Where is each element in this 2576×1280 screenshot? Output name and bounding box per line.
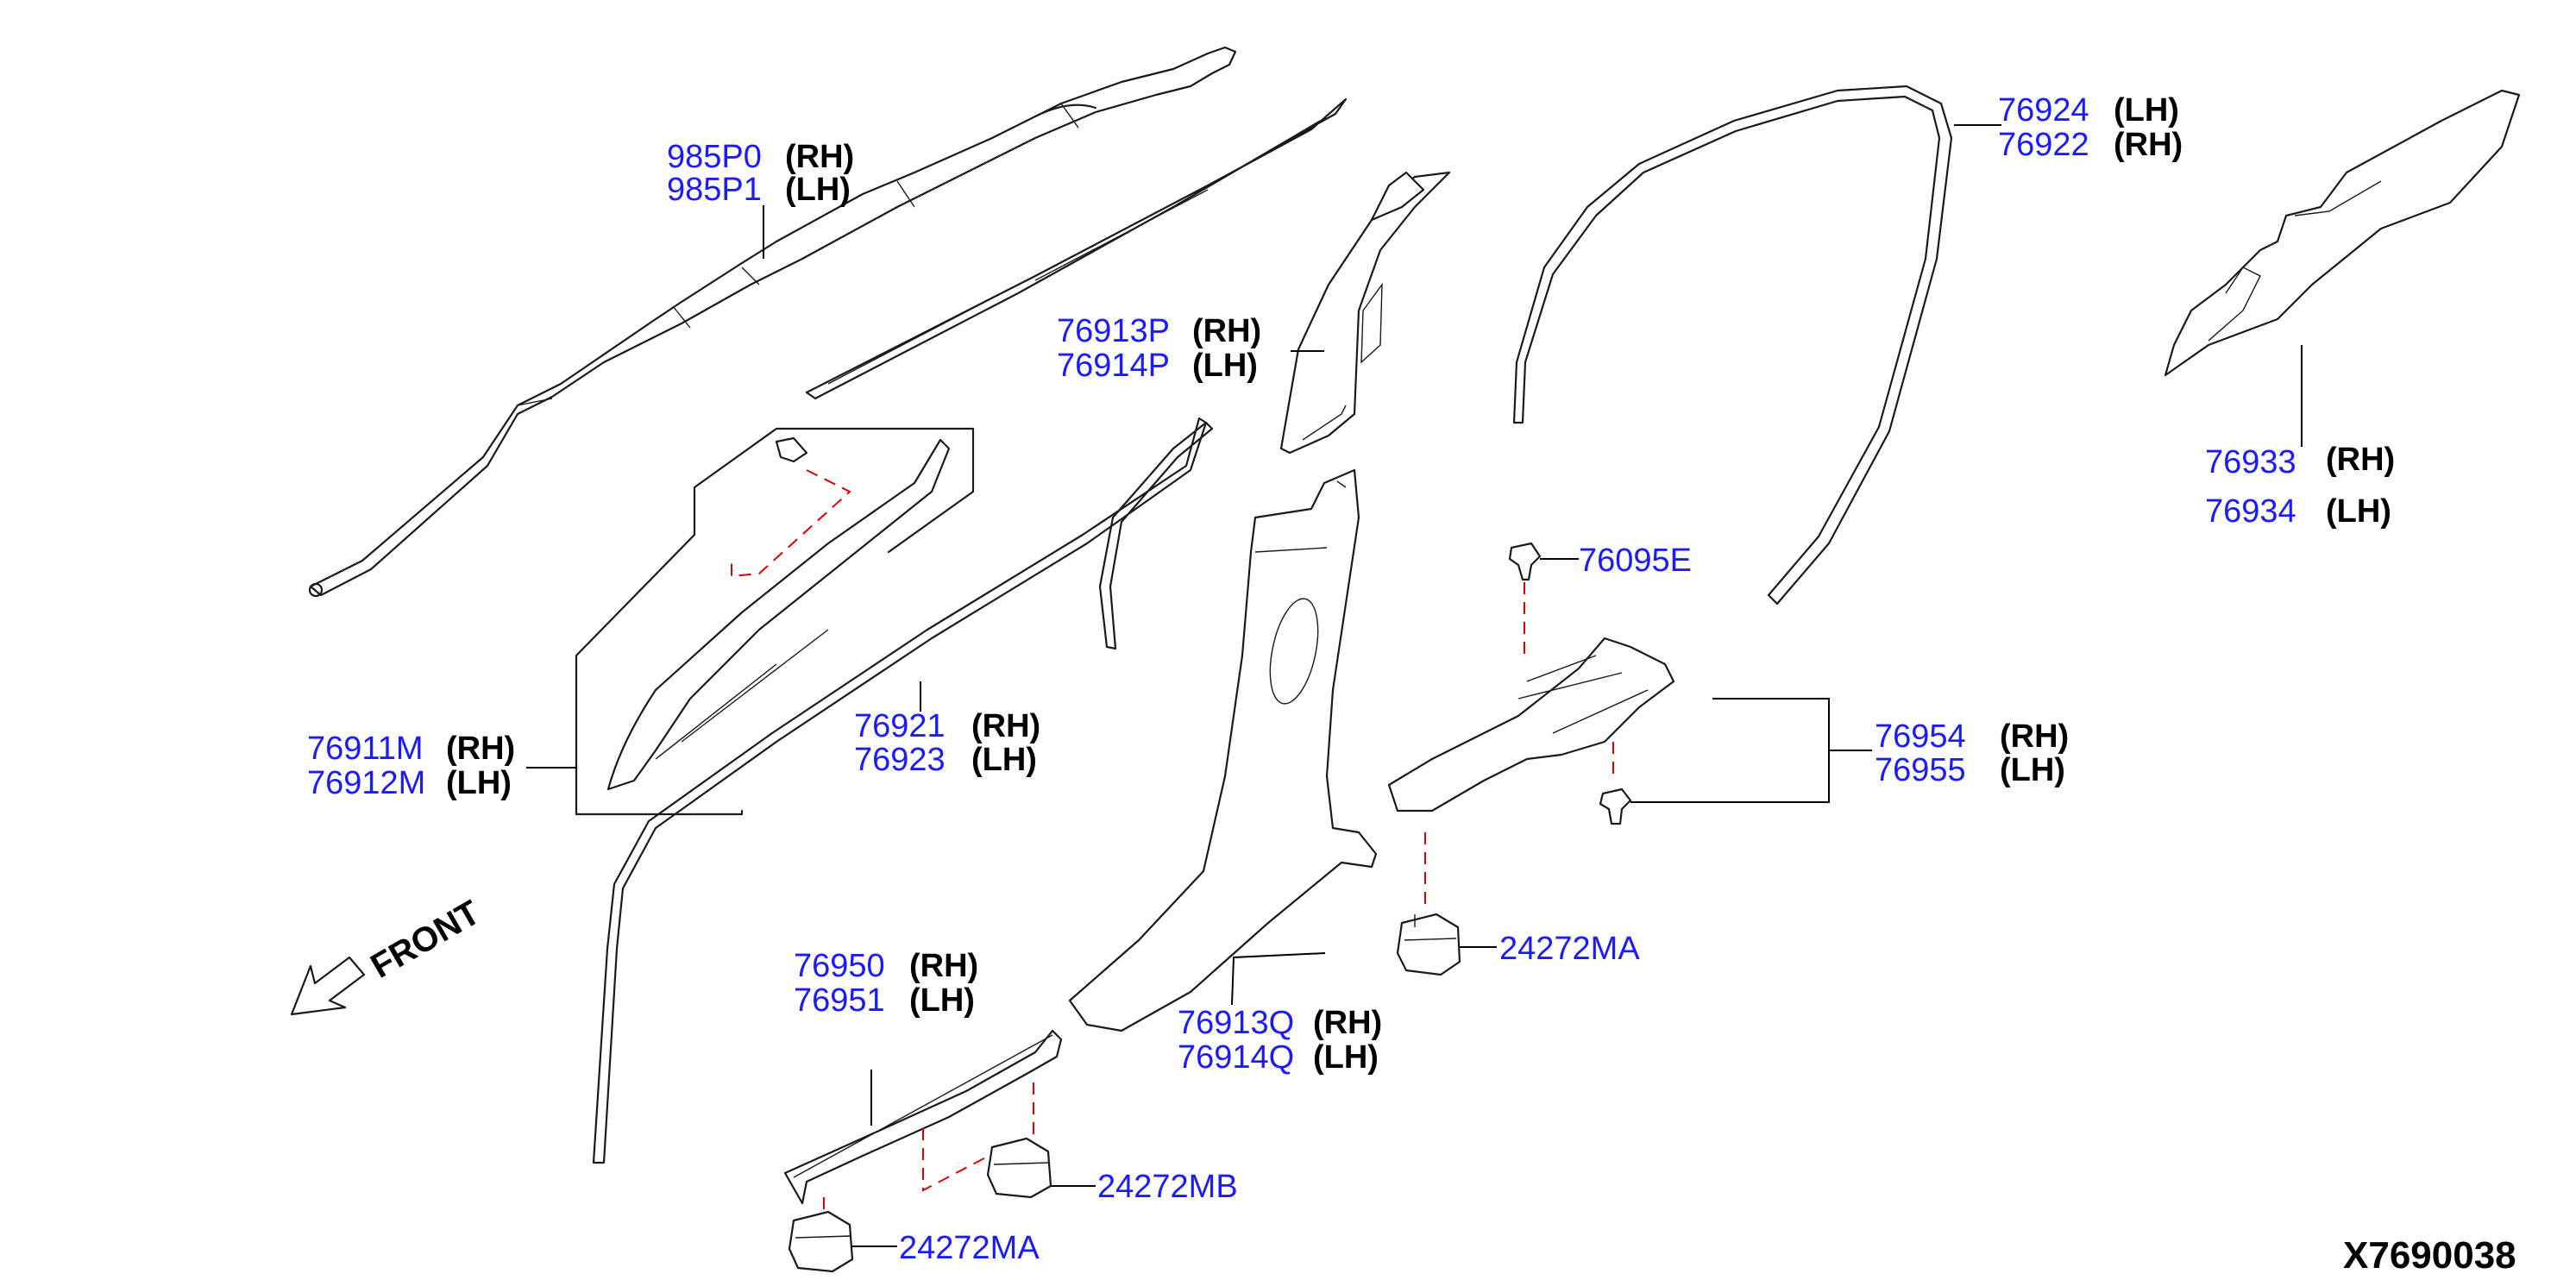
clip-24272ma-right-drawing [1396,913,1461,976]
part-number: 76951 [794,982,885,1019]
callout-76913q-76914q: 76913Q (RH) 76914Q (LH) [1178,1005,1382,1076]
part-number: 76923 [854,742,946,778]
part-number: 76924 [1998,92,2089,129]
clip-24272mb-drawing [986,1137,1052,1199]
part-number: 76922 [1998,127,2089,163]
part-number: 76913Q [1178,1005,1294,1041]
part-number: 985P1 [667,172,762,208]
b-pillar-lower-drawing [1068,468,1378,1032]
side-label: (LH) [785,172,851,208]
side-label: (LH) [1192,348,1258,384]
clip-76095e-drawing [1508,542,1542,656]
rear-pillar-finisher-drawing [2164,89,2521,377]
part-number: 76914Q [1178,1039,1294,1076]
callout-76095e: 76095E [1579,543,1692,579]
part-number: 76954 [1875,718,1966,755]
a-pillar-garnish-drawing [575,427,975,816]
side-label: (LH) [2326,493,2391,530]
front-direction-indicator: FRONT [290,894,487,1016]
curtain-airbag-drawing [308,46,1237,598]
part-number: 24272MB [1097,1169,1238,1205]
callout-76954-76955: 76954 (RH) 76955 (LH) [1875,718,2069,788]
clip-24272ma-left-drawing [788,1210,854,1273]
part-number: 76911M [307,731,424,767]
part-number: 76955 [1875,752,1966,788]
side-label: (RH) [2000,718,2069,755]
callout-24272ma-right: 24272MA [1499,931,1640,967]
part-number: 76095E [1579,543,1692,579]
side-label: (LH) [2114,92,2179,129]
part-number: 985P0 [667,139,762,175]
side-label: (LH) [446,765,512,801]
side-label: (LH) [2000,752,2065,788]
front-kicking-plate-drawing [783,1029,1063,1220]
front-weatherstrip-drawing [592,417,1214,1164]
side-label: (RH) [2326,442,2395,478]
callout-76913p-76914p: 76913P (RH) 76914P (LH) [1057,313,1261,384]
part-number: 76913P [1057,313,1170,349]
front-arrow-icon [290,956,366,1016]
part-number: 24272MA [1499,931,1640,967]
part-number: 76934 [2205,493,2296,530]
leader-lines [526,124,2303,1247]
part-number: 24272MA [899,1230,1040,1266]
callout-985p0-985p1: 985P0 (RH) 985P1 (LH) [667,139,854,208]
callout-76933-76934: 76933 (RH) 76934 (LH) [2205,442,2395,530]
part-number: 76950 [794,948,885,984]
side-label: (RH) [909,948,978,984]
rear-weatherstrip-drawing [1512,85,1953,605]
side-label: (RH) [2114,127,2183,163]
callout-24272ma-left: 24272MA [899,1230,1040,1266]
side-label: (RH) [446,731,515,767]
front-label: FRONT [365,894,487,986]
callout-76921-76923: 76921 (RH) 76923 (LH) [854,708,1040,778]
side-label: (RH) [1192,313,1261,349]
side-label: (LH) [909,982,975,1019]
side-label: (RH) [971,708,1040,744]
side-label: (LH) [1313,1039,1379,1076]
callout-76950-76951: 76950 (RH) 76951 (LH) [794,948,978,1019]
callout-76911m-76912m: 76911M (RH) 76912M (LH) [307,731,515,801]
side-label: (RH) [1313,1005,1382,1041]
part-number: 76933 [2205,444,2296,480]
side-label: (LH) [971,742,1037,778]
callout-76924-76922: 76924 (LH) 76922 (RH) [1998,92,2183,163]
part-number: 76914P [1057,348,1170,384]
diagram-reference: X7690038 [2343,1234,2516,1277]
roof-side-strip-drawing [805,97,1348,400]
callout-24272mb: 24272MB [1097,1169,1238,1205]
part-number: 76912M [307,765,425,801]
rear-kicking-plate-drawing [1387,637,1675,910]
side-label: (RH) [785,139,854,175]
b-pillar-upper-drawing [1279,171,1451,455]
part-number: 76921 [854,708,946,744]
